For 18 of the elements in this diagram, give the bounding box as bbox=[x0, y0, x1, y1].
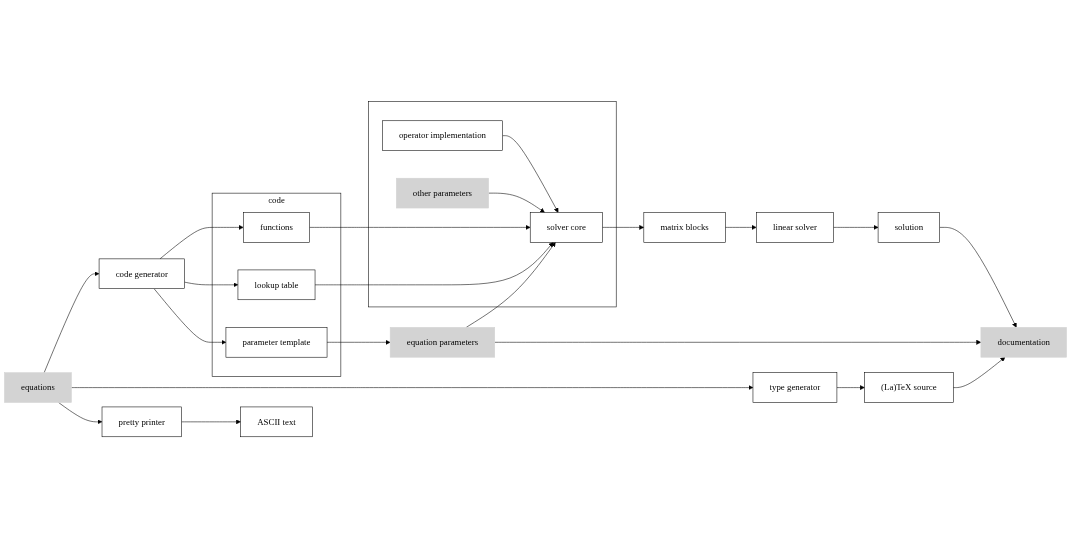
node-box: pretty printer bbox=[101, 406, 182, 437]
cluster bbox=[368, 101, 617, 308]
node-box: functions bbox=[243, 212, 310, 243]
node-box: code generator bbox=[98, 258, 185, 289]
node-box: type generator bbox=[752, 372, 838, 403]
node-box: solution bbox=[877, 212, 940, 243]
node-box: solver core bbox=[529, 212, 603, 243]
node-box: operator implementation bbox=[382, 120, 503, 151]
node-box: ASCII text bbox=[240, 406, 313, 437]
node-box: other parameters bbox=[396, 177, 489, 209]
node-box: matrix blocks bbox=[643, 212, 726, 243]
node-box: lookup table bbox=[237, 269, 316, 300]
node-box: linear solver bbox=[756, 212, 834, 243]
node-box: equations bbox=[4, 372, 72, 403]
node-box: documentation bbox=[980, 327, 1067, 358]
node-box: (La)TeX source bbox=[864, 372, 954, 403]
node-box: parameter template bbox=[225, 327, 328, 358]
node-box: equation parameters bbox=[389, 327, 495, 358]
